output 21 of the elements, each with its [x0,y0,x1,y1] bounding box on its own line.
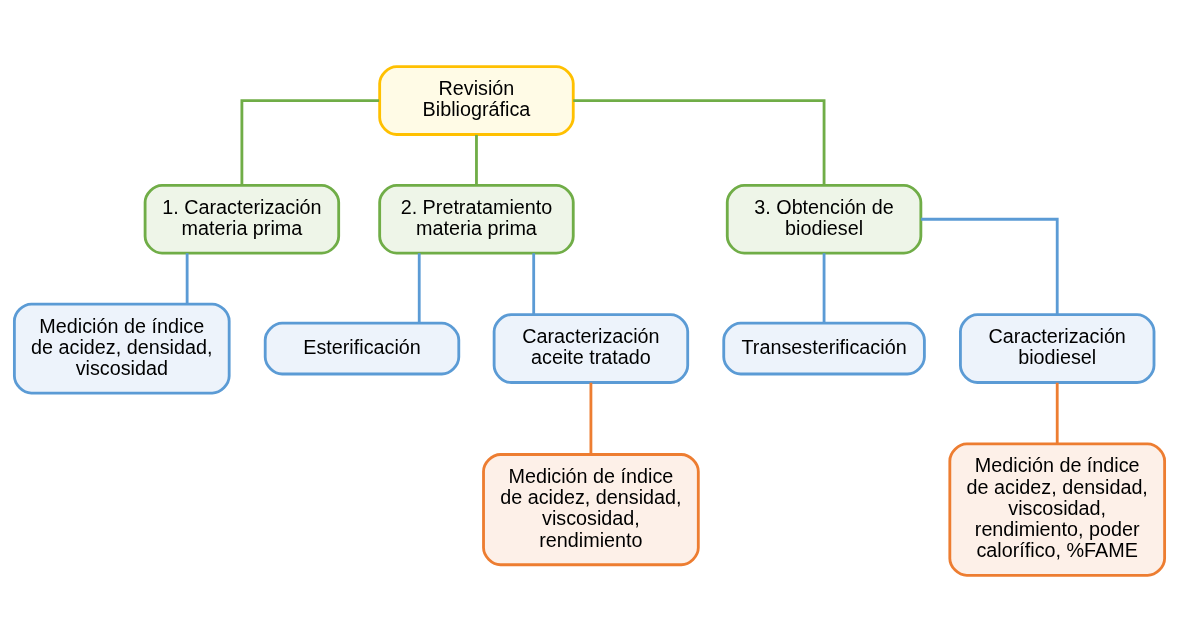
node-box: Medición de índice de acidez, densidad, viscosidad, rendimiento [482,453,700,567]
connector [417,253,421,323]
connector [532,253,536,315]
connector [920,217,1059,315]
node-box: Medición de índice de acidez, densidad, viscosidad [12,302,231,395]
connector [475,134,478,185]
node-box: 3. Obtención de biodiesel [725,183,923,255]
connector [1055,382,1059,444]
node-box: Medición de índice de acidez, densidad, viscosidad, rendimiento, poder calorífico, %FAME [948,442,1167,577]
node-box: Caracterización aceite tratado [492,313,690,384]
node-box: 2. Pretratamiento materia prima [378,183,575,255]
node-box: Transesterificación [722,321,926,376]
connector [589,382,593,454]
node-box: Esterificación [263,321,461,376]
connector [822,253,826,323]
connector [240,99,379,185]
node-box: Caracterización biodiesel [959,313,1156,384]
connector [573,99,826,185]
connector [185,253,189,304]
node-box: Revisión Bibliográfica [378,65,575,136]
node-box: 1. Caracterización materia prima [143,183,341,255]
